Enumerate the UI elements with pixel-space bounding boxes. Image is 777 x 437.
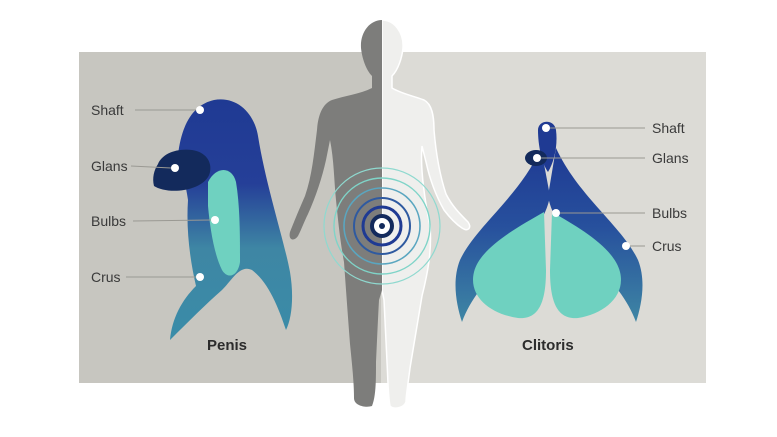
clitoris-shaft-label: Shaft [652, 120, 685, 136]
penis-crus-label: Crus [91, 269, 121, 285]
penis-title: Penis [207, 337, 248, 354]
penis-shaft-label: Shaft [91, 102, 124, 118]
clitoris-glans-label: Glans [652, 150, 689, 166]
target-rings [323, 167, 441, 285]
clitoris-bulbs-label: Bulbs [652, 205, 688, 221]
clitoris-crus-label: Crus [652, 238, 682, 254]
clitoris-title: Clitoris [522, 337, 574, 354]
clitoris-illustration [455, 121, 645, 322]
female-figure [382, 19, 471, 409]
penis-bulbs-label: Bulbs [91, 213, 127, 229]
male-figure [289, 20, 382, 407]
penis-glans-label: Glans [91, 158, 128, 174]
penis-illustration [126, 99, 293, 341]
